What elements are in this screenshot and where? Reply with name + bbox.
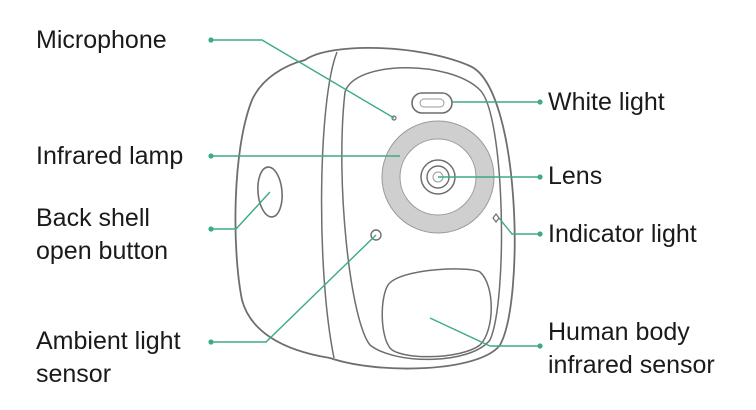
white-light-window <box>411 92 453 114</box>
label-back-shell-line2: open button <box>36 237 169 265</box>
leader-ambient <box>211 234 377 343</box>
camera-front-face <box>341 67 503 361</box>
ambient-light-sensor <box>370 229 382 241</box>
back-shell-open-button <box>257 166 283 218</box>
label-infrared-lamp: Infrared lamp <box>36 142 184 170</box>
label-white-light: White light <box>548 88 665 116</box>
label-indicator-light: Indicator light <box>548 220 697 248</box>
leader-human-body <box>429 317 540 347</box>
label-human-body-line1: Human body <box>548 318 690 346</box>
camera-back-shell <box>234 46 516 370</box>
leader-back-shell <box>211 191 271 230</box>
camera-shell-seam <box>320 51 338 359</box>
leader-microphone <box>211 39 395 119</box>
leader-indicator <box>498 217 540 235</box>
label-lens: Lens <box>548 162 603 190</box>
label-ambient-line1: Ambient light <box>36 327 181 355</box>
indicator-light <box>492 213 500 223</box>
label-ambient-line2: sensor <box>36 360 112 388</box>
human-body-sensor-window <box>381 268 492 358</box>
label-human-body-line2: infrared sensor <box>548 351 715 379</box>
microphone-hole <box>391 115 397 121</box>
label-microphone: Microphone <box>36 26 167 54</box>
label-back-shell-line1: Back shell <box>36 204 150 232</box>
